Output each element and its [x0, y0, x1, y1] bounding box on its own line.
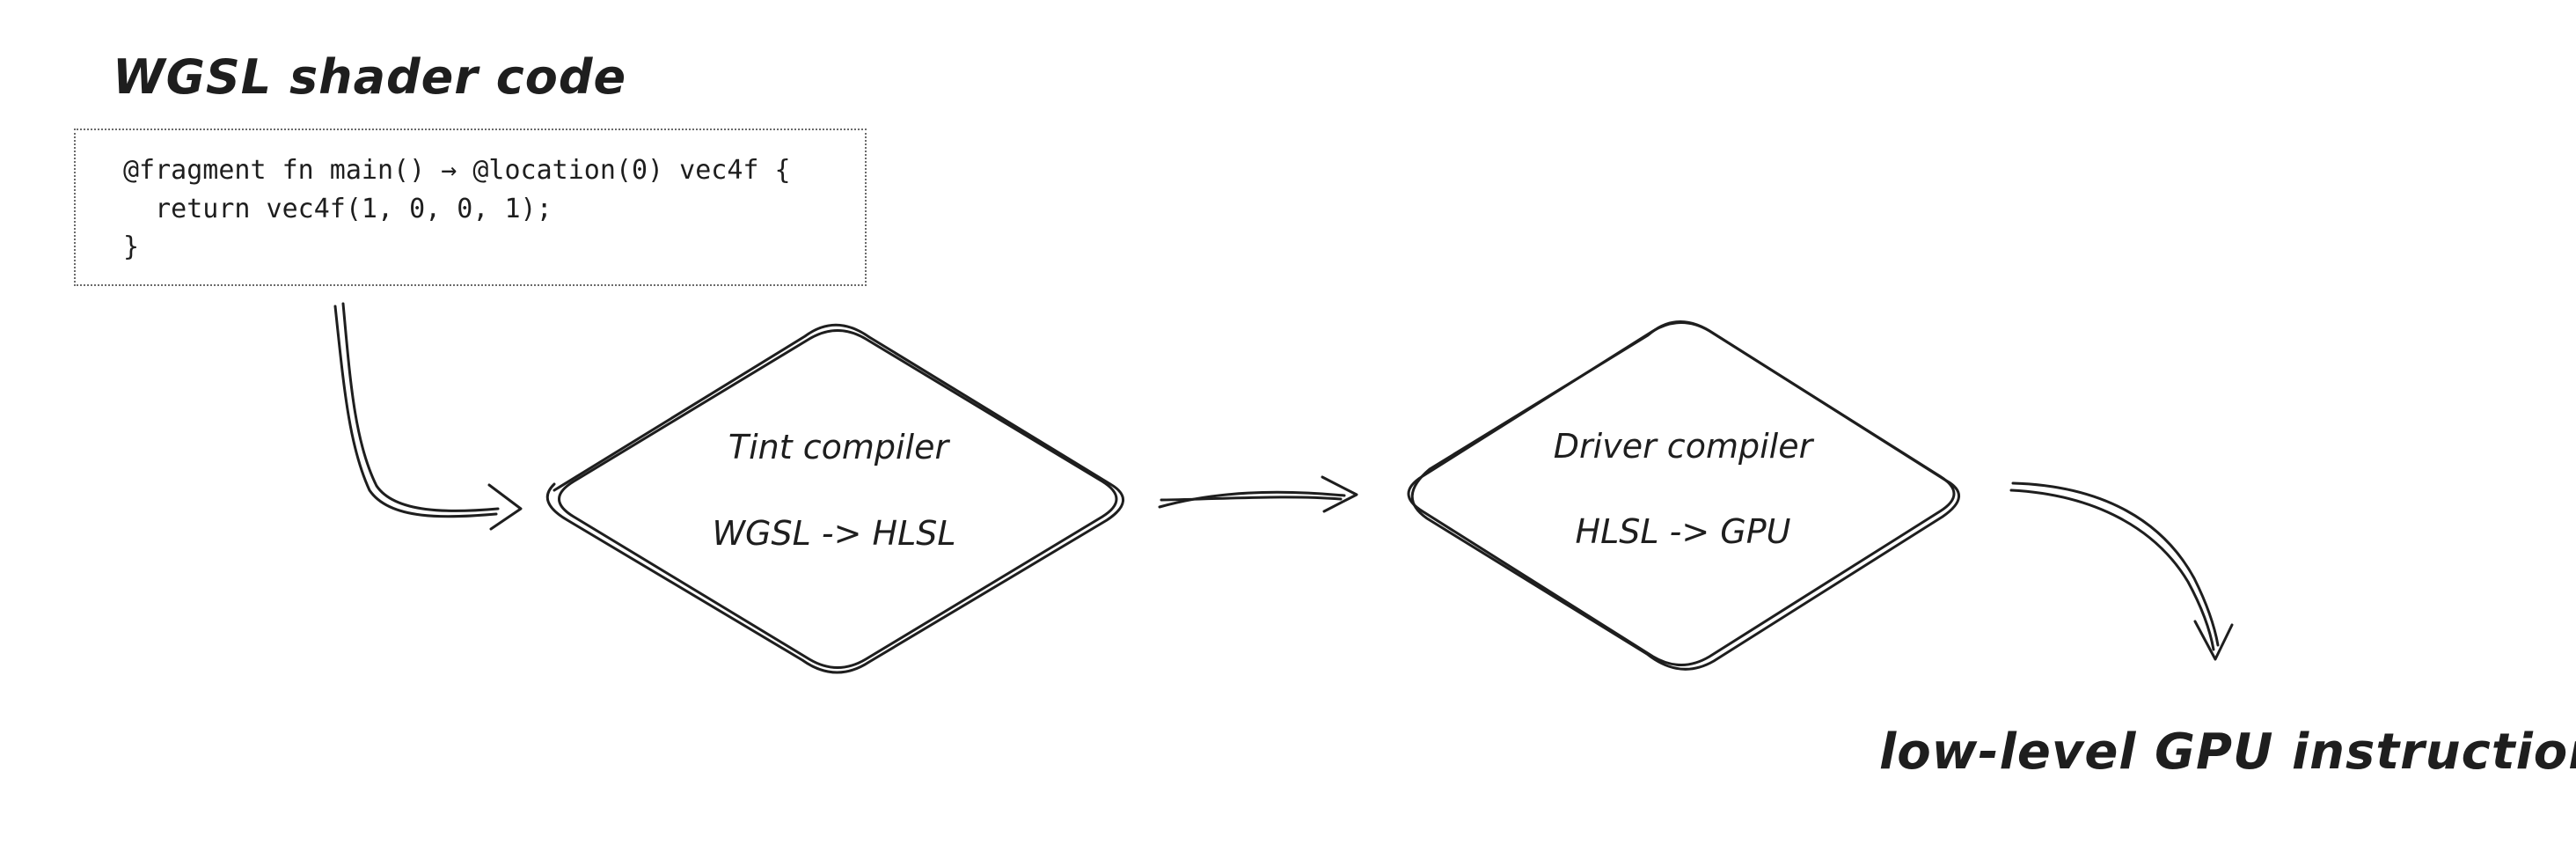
driver-diamond — [1407, 320, 1961, 671]
code-box: @fragment fn main() → @location(0) vec4f… — [74, 129, 867, 286]
tint-node-transform: WGSL -> HLSL — [712, 514, 956, 553]
driver-to-output-arrow — [2009, 481, 2234, 661]
arrowhead — [2193, 620, 2234, 661]
code-to-tint-arrow — [333, 302, 523, 531]
arrowhead — [487, 483, 523, 531]
driver-node-transform: HLSL -> GPU — [1575, 512, 1791, 551]
diagram-title: WGSL shader code — [113, 49, 627, 105]
tint-diamond — [545, 323, 1125, 674]
arrowhead — [1321, 475, 1358, 513]
output-label: low-level GPU instructions — [1879, 723, 2576, 781]
tint-node-name: Tint compiler — [728, 428, 949, 466]
tint-to-driver-arrow — [1158, 475, 1358, 513]
driver-node-name: Driver compiler — [1553, 427, 1813, 466]
code-snippet: @fragment fn main() → @location(0) vec4f… — [123, 155, 791, 262]
